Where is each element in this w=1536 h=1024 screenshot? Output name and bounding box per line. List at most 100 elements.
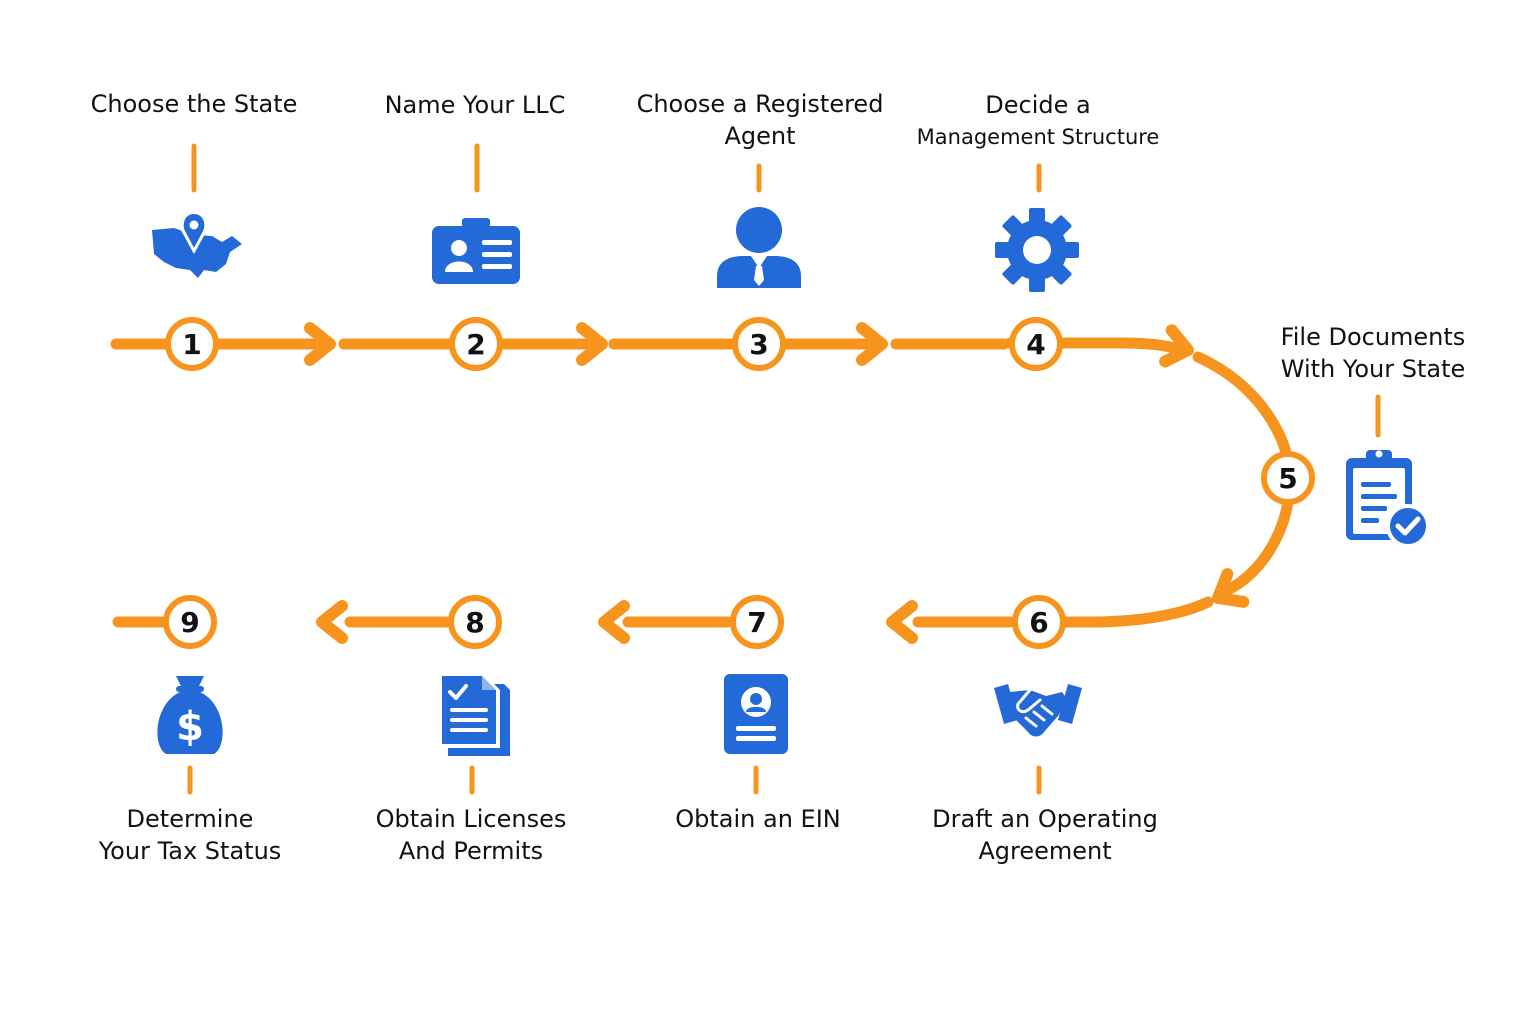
arrow-2-to-3 bbox=[576, 322, 608, 366]
badge-avatar-head bbox=[750, 693, 762, 705]
step-7-node: 7 bbox=[730, 595, 784, 649]
dollar-sign: $ bbox=[176, 704, 204, 750]
gear-hole bbox=[1023, 236, 1051, 264]
card-avatar-body bbox=[445, 261, 473, 272]
money-bag-icon: $ bbox=[157, 676, 223, 754]
id-badge-icon bbox=[724, 674, 788, 754]
step-1-label: Choose the State bbox=[91, 88, 298, 120]
id-card-icon bbox=[432, 218, 520, 284]
connector-layer bbox=[187, 143, 1381, 795]
step-3-node: 3 bbox=[732, 317, 786, 371]
step-2-node-circle bbox=[449, 317, 503, 371]
check-mark bbox=[1395, 516, 1421, 536]
step-1-label-line-1: Choose the State bbox=[90, 90, 298, 118]
arrow-layer bbox=[304, 322, 1250, 644]
step-3-label: Choose a Registered Agent bbox=[637, 88, 884, 152]
card-clip bbox=[462, 218, 490, 228]
step-7-number: 7 bbox=[747, 606, 766, 639]
bag-body bbox=[157, 692, 223, 754]
step-7-node-circle bbox=[730, 595, 784, 649]
card-line-3 bbox=[482, 264, 512, 269]
gear-icon bbox=[995, 208, 1079, 292]
clipboard-line-1 bbox=[1361, 482, 1391, 487]
step-5-node-circle bbox=[1261, 451, 1315, 505]
person-icon bbox=[717, 207, 801, 288]
handshake-hands bbox=[1010, 690, 1068, 737]
step-4-label-line-2: Management Structure bbox=[916, 125, 1160, 149]
step-2-number: 2 bbox=[466, 328, 485, 361]
step-1-number: 1 bbox=[182, 328, 201, 361]
step-2-node: 2 bbox=[449, 317, 503, 371]
step-3-label-line-2: Agent bbox=[724, 122, 796, 150]
step-6-label-line-2: Agreement bbox=[978, 837, 1112, 865]
step-1-node: 1 bbox=[165, 317, 219, 371]
step-9-node-circle bbox=[163, 595, 217, 649]
step-8-label: Obtain Licenses And Permits bbox=[376, 803, 567, 867]
bag-tie bbox=[176, 686, 204, 692]
doc-fold bbox=[482, 676, 496, 690]
handshake-fingers bbox=[1024, 704, 1054, 728]
step-4-node-circle bbox=[1009, 317, 1063, 371]
clipboard-line-4 bbox=[1361, 518, 1379, 523]
step-2-label: Name Your LLC bbox=[385, 89, 566, 121]
map-pin bbox=[183, 214, 205, 248]
check-badge bbox=[1386, 504, 1430, 548]
badge-avatar-body bbox=[746, 706, 766, 712]
step-3-label-line-1: Choose a Registered bbox=[636, 90, 884, 118]
handshake-thumb bbox=[1016, 688, 1042, 714]
handshake-right-cuff bbox=[1058, 684, 1082, 724]
clipboard-line-2 bbox=[1361, 494, 1397, 499]
badge-line-1 bbox=[736, 726, 776, 731]
top-path-segment-5 bbox=[1004, 337, 1184, 355]
card-line-1 bbox=[482, 240, 512, 245]
step-4-label-line-1: Decide a bbox=[985, 91, 1091, 119]
handshake-icon bbox=[994, 684, 1082, 737]
step-4-label: Decide a Management Structure bbox=[917, 89, 1160, 153]
arrow-5-to-6 bbox=[1212, 568, 1250, 608]
arrow-3-to-4 bbox=[856, 322, 888, 366]
step-9-number: 9 bbox=[180, 606, 199, 639]
doc-line-3 bbox=[450, 728, 488, 732]
step-8-number: 8 bbox=[465, 606, 484, 639]
step-3-number: 3 bbox=[749, 328, 768, 361]
step-5-number: 5 bbox=[1278, 462, 1297, 495]
doc-line-2 bbox=[450, 718, 488, 722]
path-layer bbox=[110, 337, 1296, 628]
gear-tooth-1 bbox=[1029, 208, 1045, 224]
documents-check-icon bbox=[440, 674, 510, 756]
arrow-8-to-9 bbox=[316, 600, 348, 644]
person-tie bbox=[754, 266, 764, 286]
bottom-path-segment-1 bbox=[1060, 596, 1214, 628]
doc-line-1 bbox=[450, 708, 488, 712]
step-1-node-circle bbox=[165, 317, 219, 371]
arrow-4-to-5 bbox=[1159, 324, 1194, 368]
arrow-7-to-8 bbox=[598, 600, 630, 644]
clipboard-check-icon bbox=[1346, 450, 1430, 548]
handshake-left-cuff bbox=[994, 684, 1018, 724]
step-5-label-line-1: File Documents bbox=[1280, 323, 1466, 351]
person-collar bbox=[751, 256, 767, 268]
usa-map-shape bbox=[152, 228, 242, 278]
step-8-label-line-1: Obtain Licenses bbox=[375, 805, 567, 833]
card-avatar-head bbox=[451, 240, 467, 256]
badge-line-2 bbox=[736, 736, 776, 741]
step-9-label-line-1: Determine bbox=[126, 805, 254, 833]
icon-layer: $ bbox=[152, 207, 1430, 756]
usa-map-pin-icon bbox=[152, 210, 242, 278]
card-line-2 bbox=[482, 252, 512, 257]
step-9-node: 9 bbox=[163, 595, 217, 649]
gear-tooth-3 bbox=[1063, 242, 1079, 258]
step-5-node: 5 bbox=[1261, 451, 1315, 505]
step-6-node-circle bbox=[1012, 595, 1066, 649]
gear-tooth-7 bbox=[995, 242, 1011, 258]
step-8-node: 8 bbox=[448, 595, 502, 649]
step-5-label-line-2: With Your State bbox=[1280, 355, 1466, 383]
arrow-6-to-7 bbox=[886, 600, 918, 644]
clipboard-line-3 bbox=[1361, 506, 1387, 511]
step-3-node-circle bbox=[732, 317, 786, 371]
step-6-number: 6 bbox=[1029, 606, 1048, 639]
step-6-node: 6 bbox=[1012, 595, 1066, 649]
